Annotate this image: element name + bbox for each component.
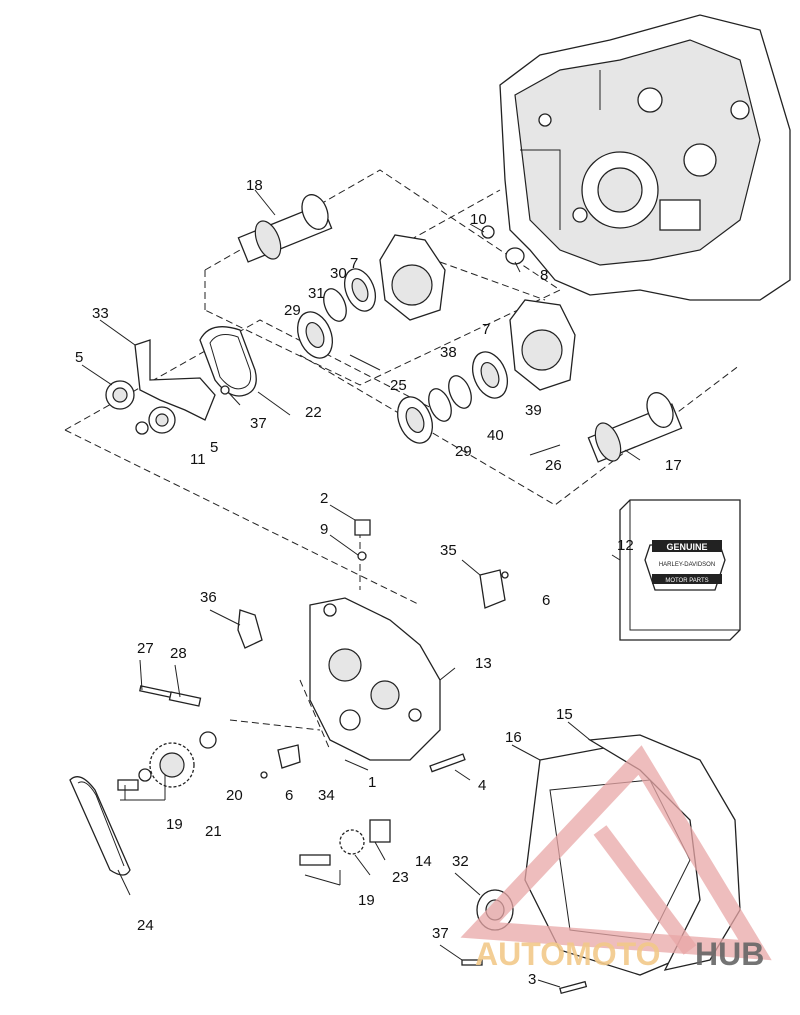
genuine-parts-box: GENUINE HARLEY-DAVIDSON MOTOR PARTS <box>619 499 741 641</box>
callout-5: 5 <box>210 439 218 456</box>
callout-40: 40 <box>487 427 504 444</box>
callout-9: 9 <box>320 521 328 538</box>
callout-36: 36 <box>200 589 217 606</box>
watermark-text-part2: HUB <box>695 936 764 972</box>
callout-1: 1 <box>368 774 376 791</box>
crank-sprocket <box>117 742 195 791</box>
callout-14: 14 <box>415 853 432 870</box>
callout-7: 7 <box>350 255 358 272</box>
callout-29: 29 <box>455 443 472 460</box>
watermark-text-part1: AUTOMOTO <box>475 936 660 972</box>
watermark-logo: AUTOMOTO HUB <box>460 745 772 972</box>
callout-29: 29 <box>284 302 301 319</box>
cam-chain <box>199 326 257 397</box>
callout-22: 22 <box>305 404 322 421</box>
callout-34: 34 <box>318 787 335 804</box>
callout-26: 26 <box>545 457 562 474</box>
callout-12: 12 <box>617 537 634 554</box>
seals <box>105 380 230 435</box>
callout-20: 20 <box>226 787 243 804</box>
callout-21: 21 <box>205 823 222 840</box>
callout-38: 38 <box>440 344 457 361</box>
callout-6: 6 <box>542 592 550 609</box>
leader-lines <box>81 189 641 988</box>
camshaft-front <box>587 392 683 463</box>
callout-19: 19 <box>166 816 183 833</box>
box-brand: HARLEY-DAVIDSON <box>659 562 715 568</box>
callout-3: 3 <box>528 971 536 988</box>
bearing-housing-upper <box>379 234 446 321</box>
callout-18: 18 <box>246 177 263 194</box>
callout-30: 30 <box>330 265 347 282</box>
callout-11: 11 <box>190 451 206 468</box>
cam-support-plate <box>134 339 216 421</box>
callout-5: 5 <box>75 349 83 366</box>
small-parts <box>139 519 509 779</box>
callout-10: 10 <box>470 211 487 228</box>
callout-6: 6 <box>285 787 293 804</box>
callout-16: 16 <box>505 729 522 746</box>
callout-25: 25 <box>390 377 407 394</box>
callout-39: 39 <box>525 402 542 419</box>
callout-33: 33 <box>92 305 109 322</box>
bearings <box>297 225 525 444</box>
callout-4: 4 <box>478 777 486 794</box>
callout-19: 19 <box>358 892 375 909</box>
callout-31: 31 <box>308 285 325 302</box>
screws <box>461 959 588 995</box>
callout-8: 8 <box>540 267 548 284</box>
callout-27: 27 <box>137 640 154 657</box>
box-subtitle: MOTOR PARTS <box>665 578 708 584</box>
callout-17: 17 <box>665 457 682 474</box>
callout-24: 24 <box>137 917 154 934</box>
callout-13: 13 <box>475 655 492 672</box>
cam-support-plate-13 <box>309 597 441 761</box>
bearing-housing-lower <box>509 299 576 391</box>
callout-28: 28 <box>170 645 187 662</box>
callout-32: 32 <box>452 853 469 870</box>
box-banner: GENUINE <box>666 542 707 552</box>
callout-23: 23 <box>392 869 409 886</box>
callout-37: 37 <box>250 415 267 432</box>
callout-2: 2 <box>320 490 328 507</box>
crankcase <box>499 14 791 301</box>
chain-24 <box>69 776 131 876</box>
callout-15: 15 <box>556 706 573 723</box>
callout-7: 7 <box>482 321 490 338</box>
front-sprocket <box>299 819 391 866</box>
callout-37: 37 <box>432 925 449 942</box>
camshaft-rear <box>237 194 333 263</box>
callout-35: 35 <box>440 542 457 559</box>
